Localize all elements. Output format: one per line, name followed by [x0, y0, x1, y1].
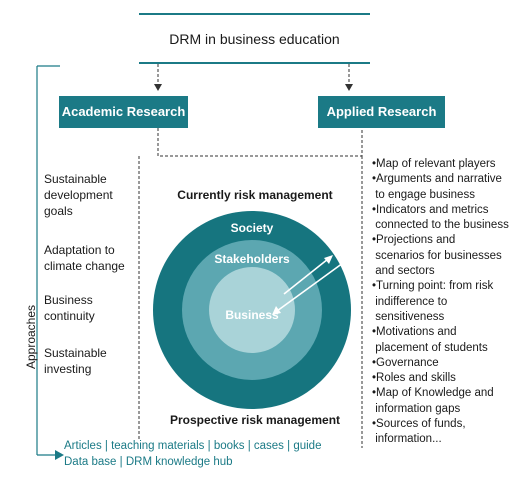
- list-item: •Arguments and narrative to engage busin…: [372, 173, 502, 201]
- title-top-rule: [139, 13, 370, 15]
- arrow-in: [276, 262, 344, 312]
- applied-research-box: Applied Research: [318, 96, 445, 128]
- separator: |: [104, 440, 112, 452]
- output-knowledge-hub: DRM knowledge hub: [125, 456, 233, 468]
- list-item: •Turning point: from risk indifference t…: [372, 280, 494, 323]
- outputs-line-1: Articles | teaching materials | books | …: [64, 439, 321, 454]
- approaches-label: Approaches: [24, 304, 38, 370]
- list-item: •Projections and scenarios for businesse…: [372, 234, 502, 278]
- current-risk-caption: Currently risk management: [177, 188, 333, 202]
- left-item-continuity: Business continuity: [44, 293, 95, 323]
- academic-research-box: Academic Research: [59, 96, 188, 128]
- society-label: Society: [230, 221, 274, 235]
- title-bottom-rule: [139, 62, 370, 64]
- output-guide: guide: [293, 440, 322, 452]
- outputs-line-2: Data base | DRM knowledge hub: [64, 455, 233, 470]
- left-item-sdg: Sustainable development goals: [44, 172, 113, 218]
- output-cases: cases: [253, 440, 284, 452]
- list-item: •Governance: [372, 356, 439, 369]
- list-item: •Roles and skills: [372, 372, 456, 385]
- separator: |: [207, 440, 214, 452]
- left-item-investing: Sustainable investing: [44, 346, 107, 376]
- arrow-out-head: [324, 255, 333, 264]
- separator: |: [287, 440, 294, 452]
- list-item: •Map of relevant players: [372, 158, 496, 170]
- arrow-head-applied: [345, 84, 353, 91]
- list-item: •Indicators and metrics connected to the…: [372, 203, 509, 232]
- business-label: Business: [225, 308, 279, 322]
- stakeholders-label: Stakeholders: [214, 252, 290, 266]
- left-item-adaptation: Adaptation to climate change: [44, 243, 125, 273]
- output-articles: Articles: [64, 440, 102, 452]
- output-books: books: [213, 440, 245, 452]
- list-item: •Sources of funds, information...: [372, 418, 466, 446]
- arrow-out: [283, 258, 329, 295]
- ring-business: [209, 267, 295, 353]
- list-item: •Motivations and placement of students: [372, 326, 488, 354]
- separator: |: [247, 440, 254, 452]
- output-teaching-materials: teaching materials: [111, 440, 205, 452]
- arrow-head-academic: [154, 84, 162, 91]
- applied-research-list: •Map of relevant players •Arguments and …: [372, 157, 520, 448]
- prospective-risk-caption: Prospective risk management: [169, 413, 341, 427]
- arrow-in-head: [272, 306, 281, 315]
- box-connector: [157, 128, 363, 157]
- list-item: •Map of Knowledge and information gaps: [372, 387, 494, 415]
- output-database: Data base: [64, 456, 117, 468]
- approaches-arrow-head: [55, 450, 64, 460]
- separator: |: [119, 456, 126, 468]
- diagram-title: DRM in business education: [169, 31, 340, 47]
